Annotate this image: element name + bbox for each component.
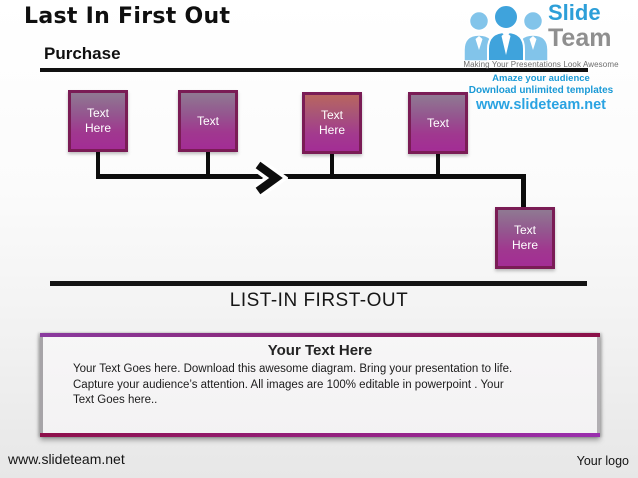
footer-your-logo: Your logo <box>576 454 629 468</box>
placeholder-box-4[interactable]: Text <box>408 92 468 154</box>
promo-block: Amaze your audience Download unlimited t… <box>448 73 634 113</box>
connector-line-4 <box>436 154 440 174</box>
textbox-body: Your Text Goes here. Download this aweso… <box>73 362 567 409</box>
textbox-body-line: Capture your audience’s attention. All i… <box>73 378 504 391</box>
textbox-heading: Your Text Here <box>267 342 373 359</box>
placeholder-box-4-label: Text <box>426 115 449 130</box>
slideteam-logo-icon <box>462 4 550 66</box>
textbox-top-border <box>40 333 600 337</box>
placeholder-box-5-label: Text Here <box>511 223 538 252</box>
promo-line-2: Download unlimited templates <box>468 85 614 96</box>
section-label: LIST-IN FIRST-OUT <box>229 290 409 311</box>
promo-url-link[interactable]: www.slideteam.net <box>476 97 606 113</box>
page-title: Last In First Out <box>24 4 231 29</box>
arrow-right-icon <box>252 158 289 201</box>
textbox-body-line: Text Goes here.. <box>73 394 158 406</box>
placeholder-box-3[interactable]: Text Here <box>302 92 362 154</box>
connector-line-3 <box>330 154 334 174</box>
connector-line-1 <box>96 152 100 174</box>
description-textbox[interactable]: Your Text Here Your Text Goes here. Down… <box>40 333 600 437</box>
section-separator-line <box>50 281 587 286</box>
heading-underline <box>40 68 588 72</box>
brand-slide-text: Slide <box>548 0 601 25</box>
placeholder-box-3-label: Text Here <box>318 108 345 137</box>
placeholder-box-2-label: Text <box>196 113 219 128</box>
textbox-bottom-border <box>40 433 600 437</box>
placeholder-box-2[interactable]: Text <box>178 90 238 152</box>
section-heading-purchase: Purchase <box>44 44 121 63</box>
logo-tagline: Making Your Presentations Look Awesome <box>463 60 619 69</box>
placeholder-box-5[interactable]: Text Here <box>495 207 555 269</box>
textbox-body-line: Your Text Goes here. Download this aweso… <box>73 363 513 375</box>
slideteam-wordmark: Slide Team <box>548 2 611 51</box>
promo-line-1: Amaze your audience <box>492 73 590 84</box>
footer-url-link[interactable]: www.slideteam.net <box>8 451 125 467</box>
brand-team-text: Team <box>548 24 612 52</box>
timeline-elbow <box>521 174 526 207</box>
placeholder-box-1[interactable]: Text Here <box>68 90 128 152</box>
timeline-line <box>96 174 526 179</box>
connector-line-2 <box>206 152 210 174</box>
placeholder-box-1-label: Text Here <box>84 106 111 135</box>
